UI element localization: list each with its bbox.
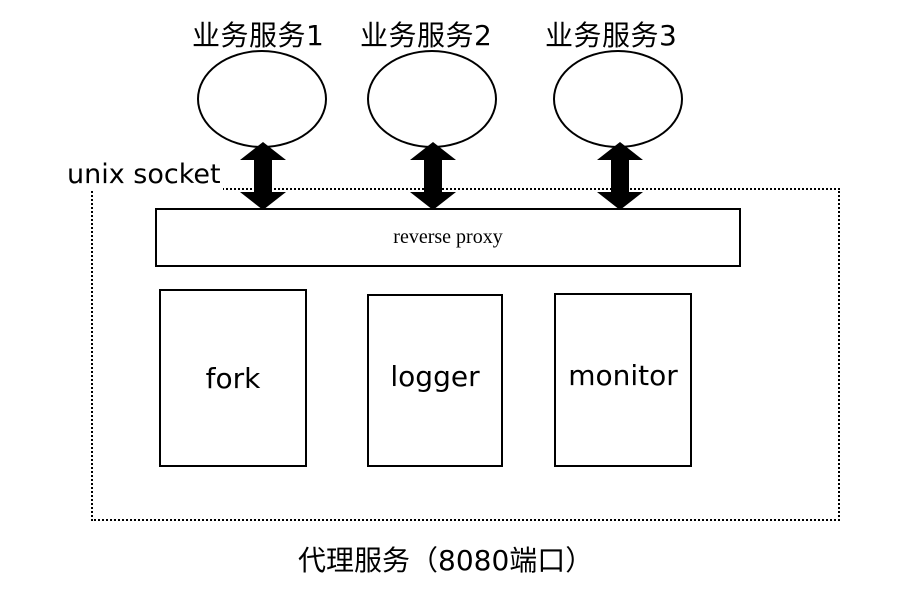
service-3-label: 业务服务3 [545, 19, 678, 52]
reverse-proxy-box: reverse proxy [155, 208, 741, 267]
service-1-label: 业务服务1 [192, 19, 325, 52]
arrow-service-2 [410, 142, 456, 210]
proxy-service-container [91, 188, 840, 521]
fork-label: fork [205, 361, 261, 395]
logger-label: logger [390, 360, 480, 393]
monitor-label: monitor [568, 358, 678, 392]
service-2-label: 业务服务2 [360, 19, 493, 52]
arrow-service-1 [240, 142, 286, 210]
logger-module: logger [367, 294, 503, 467]
service-2-node [367, 50, 497, 148]
fork-module: fork [159, 289, 307, 467]
arrow-service-3 [597, 142, 643, 210]
proxy-service-label: 代理服务（8080端口） [298, 544, 594, 577]
reverse-proxy-label: reverse proxy [393, 226, 503, 248]
monitor-module: monitor [554, 293, 692, 467]
unix-socket-label: unix socket [67, 159, 223, 190]
